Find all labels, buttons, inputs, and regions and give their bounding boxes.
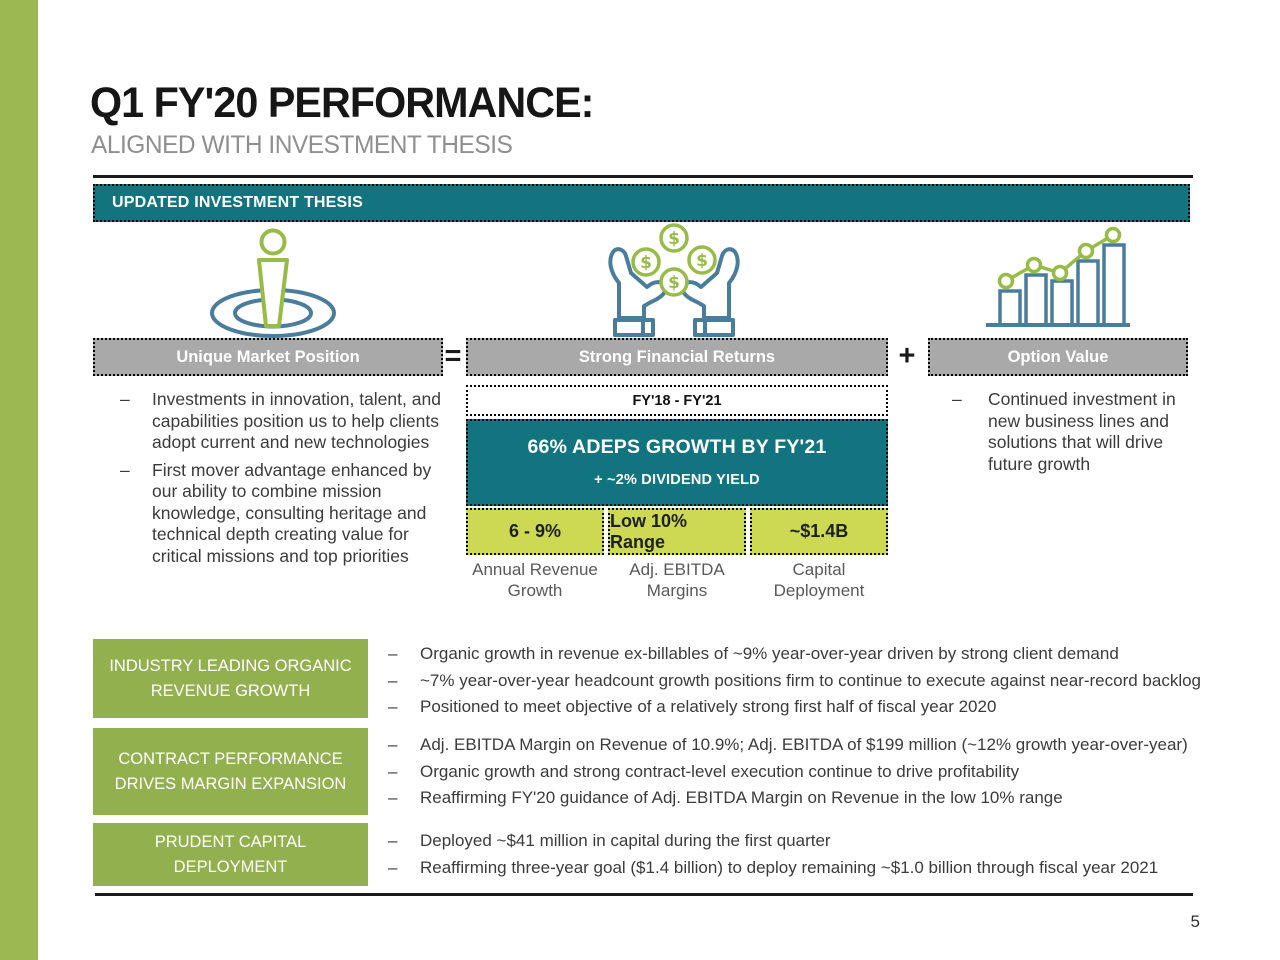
left-accent-stripe: [0, 0, 38, 960]
bullet-item: Organic growth in revenue ex-billables o…: [388, 641, 1248, 668]
adeps-growth-box: 66% ADEPS GROWTH BY FY'21 + ~2% DIVIDEND…: [466, 419, 888, 506]
highlight-capital-deployment-bullets: Deployed ~$41 million in capital during …: [388, 828, 1248, 881]
highlight-organic-revenue-growth-bullets: Organic growth in revenue ex-billables o…: [388, 641, 1248, 721]
bullet-item: Investments in innovation, talent, and c…: [120, 389, 452, 454]
pillar-unique-market-position: Unique Market Position: [93, 338, 443, 376]
svg-text:$: $: [696, 251, 708, 271]
bullet-item: First mover advantage enhanced by our ab…: [120, 460, 452, 568]
pillar-option-value: Option Value: [928, 338, 1188, 376]
page-subtitle: ALIGNED WITH INVESTMENT THESIS: [91, 131, 513, 159]
highlight-capital-deployment-label: PRUDENT CAPITAL DEPLOYMENT: [93, 823, 368, 886]
top-divider: [93, 175, 1193, 178]
bullet-item: Organic growth and strong contract-level…: [388, 759, 1248, 786]
metric-capital-deployment-label: Capital Deployment: [773, 560, 865, 600]
bottom-divider: [95, 893, 1193, 896]
svg-text:$: $: [668, 229, 680, 249]
metric-label-row: Annual Revenue Growth Adj. EBITDA Margin…: [466, 559, 888, 601]
growth-chart-icon: [978, 225, 1136, 340]
svg-text:$: $: [640, 253, 652, 273]
bullet-item: Deployed ~$41 million in capital during …: [388, 828, 1248, 855]
bullet-item: Adj. EBITDA Margin on Revenue of 10.9%; …: [388, 732, 1248, 759]
option-value-bullets: Continued investment in new business lin…: [952, 389, 1192, 481]
equals-sign: =: [444, 340, 462, 372]
highlight-contract-performance-label: CONTRACT PERFORMANCE DRIVES MARGIN EXPAN…: [93, 728, 368, 815]
fiscal-period-box: FY'18 - FY'21: [466, 385, 888, 416]
page-title: Q1 FY'20 PERFORMANCE:: [90, 79, 594, 127]
bullet-item: ~7% year-over-year headcount growth posi…: [388, 668, 1248, 695]
bullet-item: Positioned to meet objective of a relati…: [388, 694, 1248, 721]
unique-market-position-bullets: Investments in innovation, talent, and c…: [120, 389, 452, 573]
svg-text:$: $: [668, 273, 680, 293]
highlight-contract-performance-bullets: Adj. EBITDA Margin on Revenue of 10.9%; …: [388, 732, 1248, 812]
bullet-item: Continued investment in new business lin…: [952, 389, 1192, 475]
metric-capital-deployment-value: ~$1.4B: [750, 508, 888, 555]
plus-sign: +: [898, 340, 916, 372]
dividend-yield-subline: + ~2% DIVIDEND YIELD: [594, 472, 760, 488]
metric-annual-revenue-growth-label: Annual Revenue Growth: [472, 560, 598, 600]
bullet-item: Reaffirming three-year goal ($1.4 billio…: [388, 855, 1248, 882]
bullet-item: Reaffirming FY'20 guidance of Adj. EBITD…: [388, 785, 1248, 812]
metric-adj-ebitda-margins-label: Adj. EBITDA Margins: [629, 560, 725, 600]
pillar-strong-financial-returns: Strong Financial Returns: [466, 338, 888, 376]
metric-annual-revenue-growth-value: 6 - 9%: [466, 508, 604, 555]
adeps-growth-headline: 66% ADEPS GROWTH BY FY'21: [527, 436, 827, 458]
hands-money-icon: $ $ $ $: [588, 221, 760, 342]
section-banner: UPDATED INVESTMENT THESIS: [93, 184, 1190, 222]
highlight-organic-revenue-growth-label: INDUSTRY LEADING ORGANIC REVENUE GROWTH: [93, 639, 368, 718]
metric-adj-ebitda-margins-value: Low 10% Range: [608, 508, 746, 555]
metric-value-row: 6 - 9% Low 10% Range ~$1.4B: [466, 508, 888, 555]
person-target-icon: [195, 227, 350, 344]
page-number: 5: [1190, 912, 1200, 931]
